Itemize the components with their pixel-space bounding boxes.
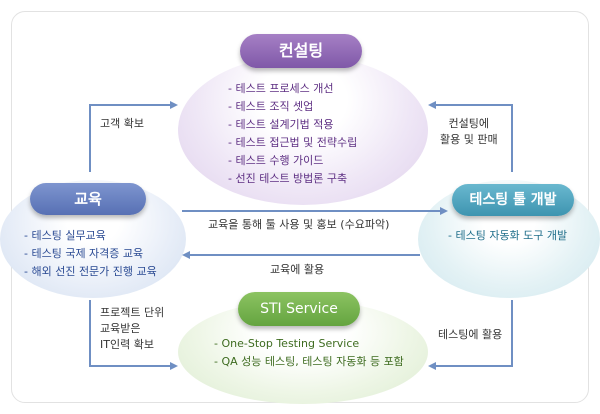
arrow-label-line: IT인력 확보 <box>100 338 154 351</box>
education-item: - 테스팅 국제 자격증 교육 <box>24 247 144 260</box>
sti-service-item: - One-Stop Testing Service <box>214 337 360 350</box>
arrow-label-line: 활용 및 판매 <box>440 133 498 146</box>
tool-development-list: - 테스팅 자동화 도구 개발 <box>448 227 567 245</box>
tool-development-item: - 테스팅 자동화 도구 개발 <box>448 229 568 242</box>
sti-service-title: STI Service <box>238 292 360 326</box>
arrow-label-line: 프로젝트 단위 <box>100 306 165 319</box>
arrow-consult-use <box>428 101 513 172</box>
arrow-label-it: 프로젝트 단위 교육받은 IT인력 확보 <box>100 305 164 353</box>
arrow-label-line: 컨설팅에 <box>448 117 490 130</box>
consulting-list: - 테스트 프로세스 개선 - 테스트 조직 셋업 - 테스트 설계기법 적용 … <box>228 80 357 188</box>
education-item: - 해외 선진 전문가 진행 교육 <box>24 265 157 278</box>
arrow-label-edu-use: 교육에 활용 <box>270 263 325 276</box>
education-title: 교육 <box>30 183 146 215</box>
education-item: - 테스팅 실무교육 <box>24 229 106 242</box>
arrow-it <box>89 300 178 370</box>
arrow-label-consult-use: 컨설팅에 활용 및 판매 <box>440 116 498 148</box>
consulting-item: - 테스트 설계기법 적용 <box>228 118 334 131</box>
arrow-label-promo: 교육을 통해 툴 사용 및 홍보 (수요파악) <box>208 218 390 231</box>
consulting-area <box>178 55 428 205</box>
arrow-customer <box>89 101 178 172</box>
consulting-item: - 테스트 수행 가이드 <box>228 154 324 167</box>
arrow-label-test-use: 테스팅에 활용 <box>438 328 503 341</box>
tool-development-title: 테스팅 툴 개발 <box>452 184 574 216</box>
sti-service-item: - QA 성능 테스팅, 테스팅 자동화 등 포함 <box>214 355 404 368</box>
education-list: - 테스팅 실무교육 - 테스팅 국제 자격증 교육 - 해외 선진 전문가 진… <box>24 227 157 281</box>
consulting-title: 컨설팅 <box>240 34 362 68</box>
consulting-item: - 테스트 프로세스 개선 <box>228 82 334 95</box>
consulting-item: - 테스트 조직 셋업 <box>228 100 314 113</box>
arrow-test-use <box>428 300 513 370</box>
arrow-label-line: 교육받은 <box>100 322 141 335</box>
consulting-item: - 테스트 접근법 및 전략수립 <box>228 136 358 149</box>
consulting-item: - 선진 테스트 방법론 구축 <box>228 172 348 185</box>
sti-service-list: - One-Stop Testing Service - QA 성능 테스팅, … <box>214 335 404 371</box>
arrow-label-customer: 고객 확보 <box>100 117 144 130</box>
